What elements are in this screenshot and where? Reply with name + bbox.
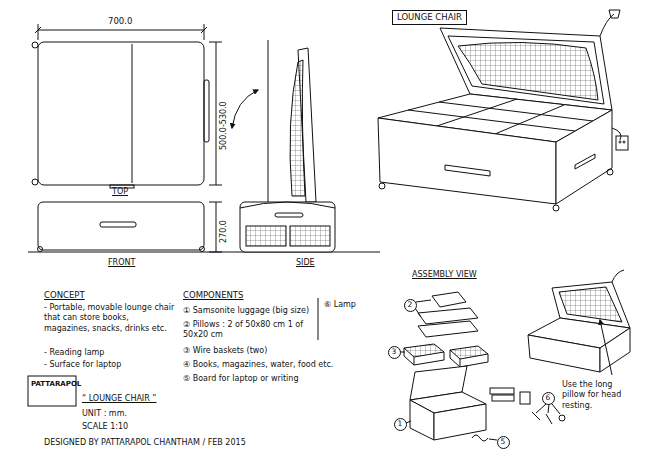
note-text: - Reading lamp bbox=[44, 348, 104, 358]
title-block-text: UNIT : mm. bbox=[82, 409, 127, 419]
component-item: ④ Books, magazines, water, food etc. bbox=[183, 360, 333, 370]
callout-number: 5 bbox=[501, 438, 506, 446]
section-heading: COMPONENTS bbox=[183, 290, 243, 301]
callout-circle: 1 bbox=[394, 418, 407, 431]
sheet-title: LOUNGE CHAIR bbox=[392, 10, 467, 25]
callout-number: 6 bbox=[546, 394, 551, 402]
section-heading: CONCEPT bbox=[44, 290, 85, 301]
note-text: - Portable, movable lounge chair that ca… bbox=[44, 303, 176, 334]
callout-number: 1 bbox=[398, 420, 403, 428]
view-label: FRONT bbox=[108, 258, 135, 268]
component-item: ⑥ Lamp bbox=[324, 300, 356, 310]
callout-circle: 3 bbox=[388, 346, 401, 359]
component-item: ③ Wire baskets (two) bbox=[183, 346, 267, 356]
dimension-text: 700.0 bbox=[108, 16, 132, 27]
callout-circle: 2 bbox=[404, 299, 417, 312]
component-item: ⑤ Board for laptop or writing bbox=[183, 374, 298, 384]
callout-number: 3 bbox=[392, 348, 397, 356]
title-block-text: “ LOUNGE CHAIR ” bbox=[82, 394, 156, 404]
view-label: SIDE bbox=[296, 258, 315, 268]
dimension-text: 500.0-530.0 bbox=[219, 101, 229, 150]
section-heading: ASSEMBLY VIEW bbox=[412, 270, 477, 280]
title-block-text: SCALE 1:10 bbox=[82, 422, 128, 432]
component-item: ② Pillows : 2 of 50x80 cm 1 of 50x20 cm bbox=[183, 320, 313, 341]
callout-number: 2 bbox=[408, 301, 413, 309]
view-label: TOP bbox=[112, 187, 128, 197]
component-item: ① Samsonite luggage (big size) bbox=[183, 306, 309, 316]
title-block-text: DESIGNED BY PATTARAPOL CHANTHAM / FEB 20… bbox=[44, 438, 246, 448]
callout-circle: 6 bbox=[542, 392, 555, 405]
callout-circle: 5 bbox=[497, 436, 510, 449]
dimension-text: 270.0 bbox=[219, 220, 229, 243]
note-text: Use the long pillow for head resting. bbox=[562, 380, 634, 411]
logo-text: PATTARAPOL bbox=[31, 380, 81, 389]
note-text: - Surface for laptop bbox=[44, 360, 121, 370]
